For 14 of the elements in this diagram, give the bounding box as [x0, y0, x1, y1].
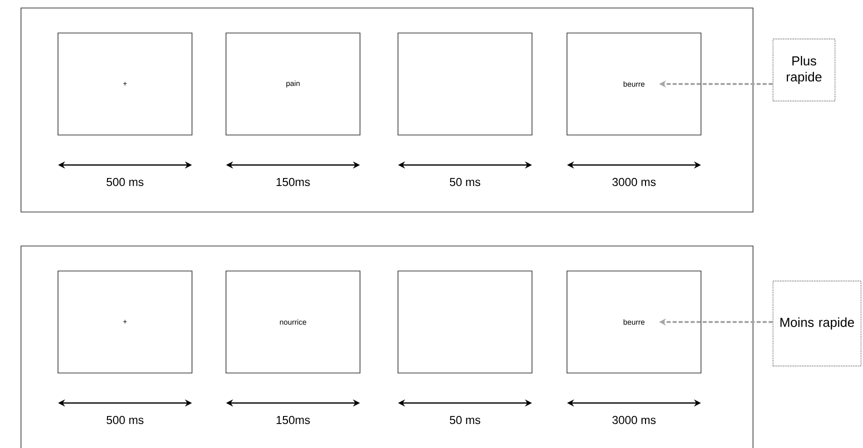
duration-label: 3000 ms	[612, 178, 656, 186]
callout-box: Plus rapide	[772, 38, 836, 102]
screen-box	[398, 270, 532, 374]
duration-label: 150ms	[276, 416, 310, 424]
screen-box	[398, 32, 532, 136]
duration-label: 150ms	[276, 178, 310, 186]
duration-label: 500 ms	[106, 178, 144, 186]
duration-label: 50 ms	[450, 178, 480, 186]
panel-frame	[20, 8, 754, 212]
duration-label: 3000 ms	[612, 416, 656, 424]
duration-label: 500 ms	[106, 416, 144, 424]
callout-box: Moins rapide	[772, 280, 862, 366]
panel-frame	[20, 246, 754, 448]
duration-label: 50 ms	[450, 416, 480, 424]
